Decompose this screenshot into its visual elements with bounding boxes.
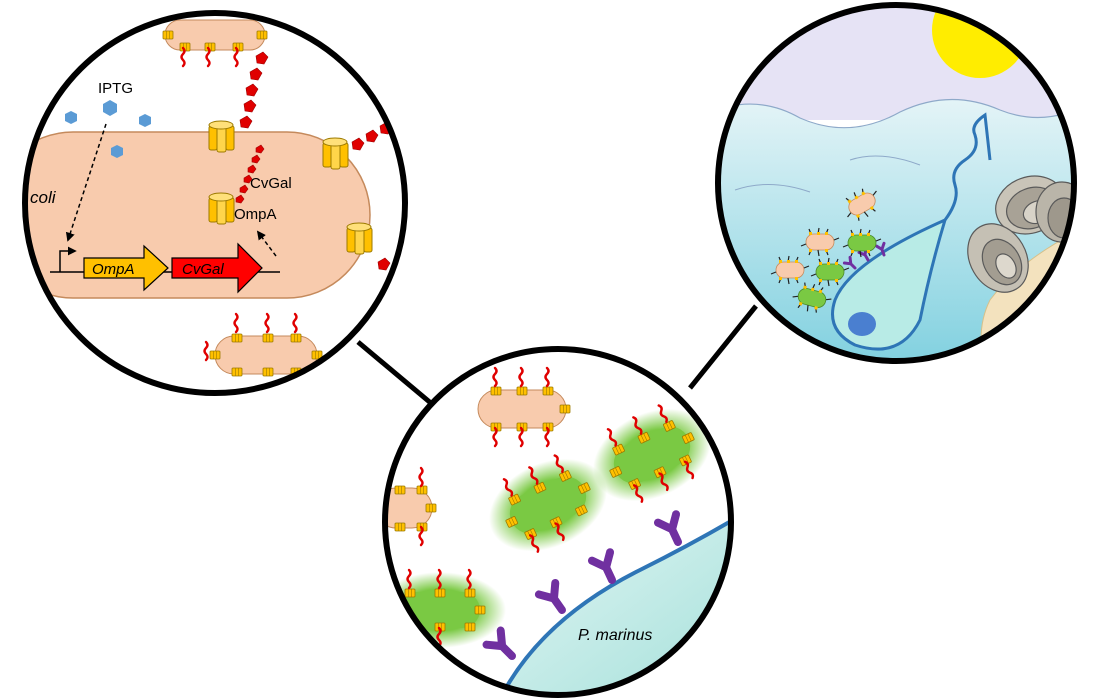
gene-ompa-arrow bbox=[83, 244, 169, 292]
nucleus bbox=[848, 312, 876, 336]
pmarinus-label: P. marinus bbox=[578, 627, 652, 644]
panel-ecoli-engineering: IPTG E.coli bbox=[14, 10, 408, 396]
panel-binding-closeup: P. marinus bbox=[382, 346, 734, 698]
iptg-label: IPTG bbox=[98, 80, 133, 97]
gene-cvgal-arrow bbox=[171, 242, 263, 294]
ecoli-cell bbox=[25, 131, 371, 299]
host-membrane bbox=[498, 483, 731, 695]
gene-cvgal-label: CvGal bbox=[182, 261, 224, 278]
promoter-arrow-icon bbox=[59, 246, 77, 272]
gene-ompa-label: OmpA bbox=[92, 261, 135, 278]
unbound-cell-top bbox=[477, 389, 567, 429]
expression-arrow bbox=[256, 230, 277, 257]
ompa-label: OmpA bbox=[234, 206, 277, 223]
flagellum bbox=[943, 112, 992, 221]
ecoli-label: E.coli bbox=[14, 188, 57, 207]
bound-cell-1 bbox=[489, 453, 607, 554]
connector-right-center bbox=[688, 304, 758, 390]
iptg-hexagon-icon bbox=[65, 100, 151, 158]
oyster-icon bbox=[967, 175, 1074, 293]
connector-left-center bbox=[356, 340, 434, 406]
iptg-induction-arrow bbox=[65, 123, 107, 242]
bound-cell-2 bbox=[593, 403, 711, 504]
panel-oyster-habitat bbox=[715, 2, 1077, 364]
cvgal-label: CvGal bbox=[250, 175, 292, 192]
